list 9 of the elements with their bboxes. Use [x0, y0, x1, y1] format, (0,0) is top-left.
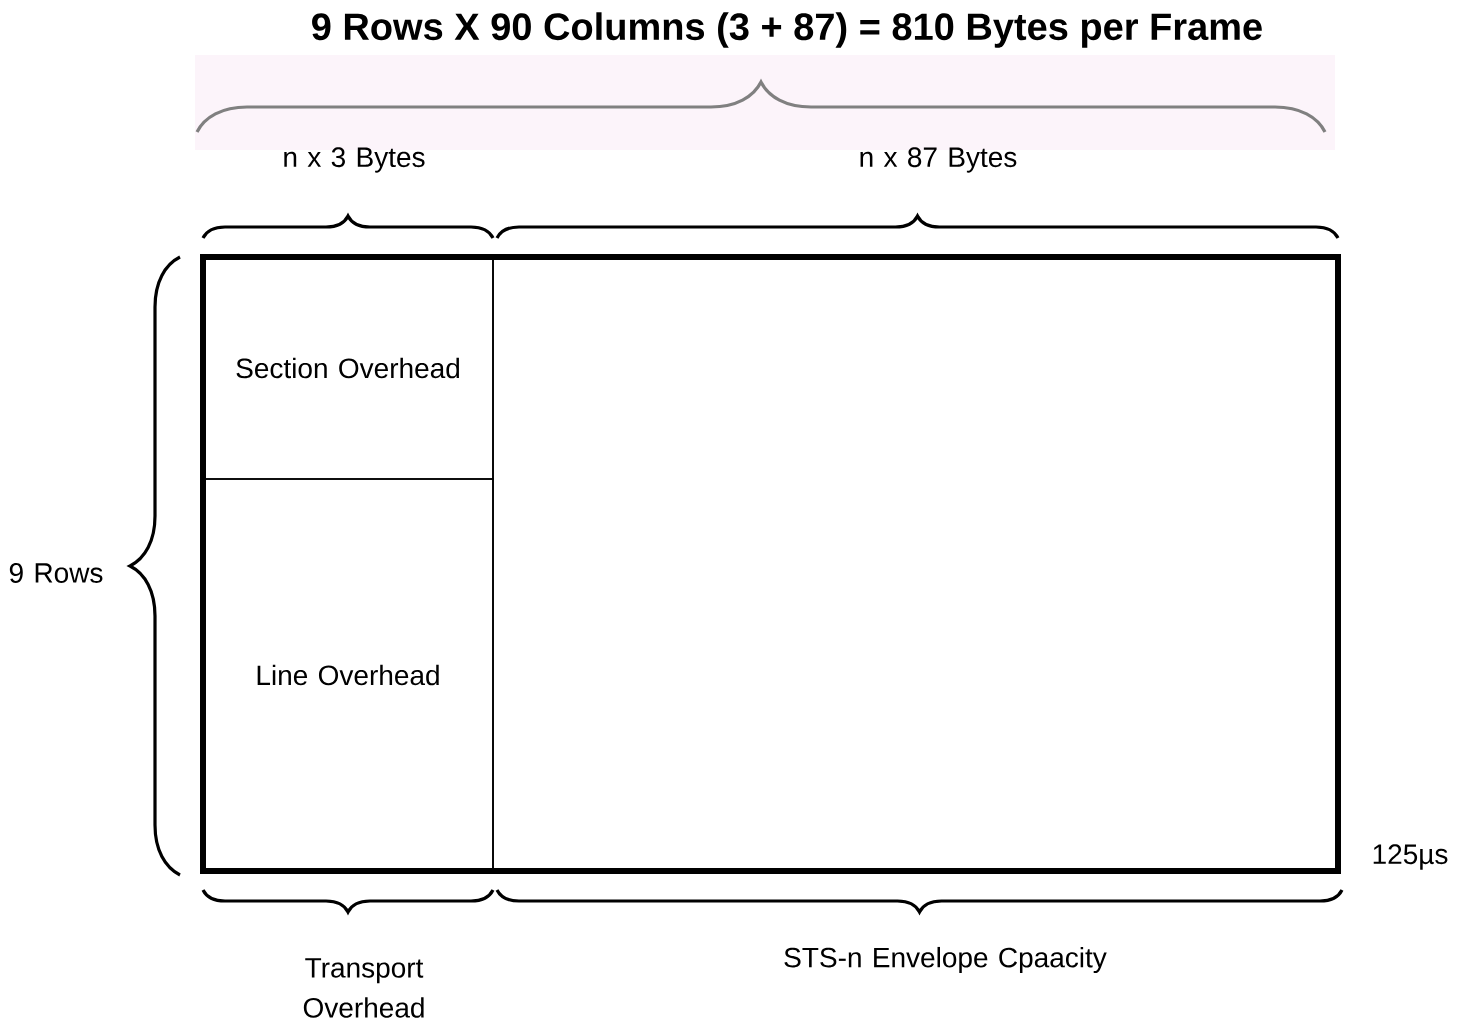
dimension-label: 125µs [1373, 844, 1448, 870]
dimension-label: Transport Overhead [303, 958, 424, 1018]
dimension-label: 9 Rows [9, 563, 103, 583]
title: 9 Rows X 90 Columns (3 + 87) = 810 Bytes per Frame [312, 12, 1262, 48]
node-label: Section Overhead [236, 357, 460, 379]
dimension-label: STS-n Envelope Cpaacity [784, 946, 1107, 974]
cell: Line Overhead [202, 478, 494, 872]
dimension-label: n x 3 Bytes [284, 147, 425, 173]
dimension-label: n x 87 Bytes [860, 147, 1017, 173]
